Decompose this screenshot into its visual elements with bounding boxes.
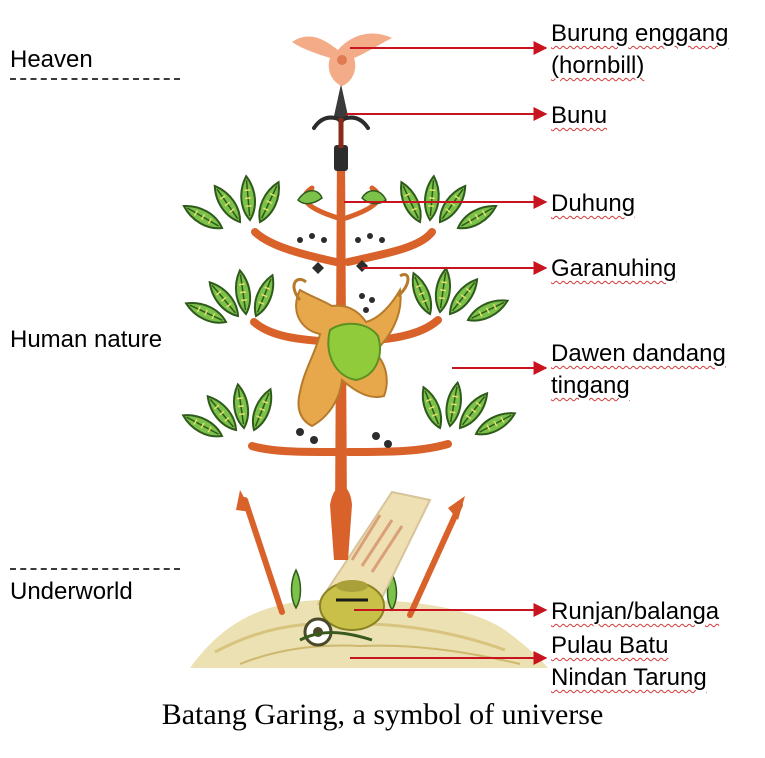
label-dawen-dandang-tingang: Dawen dandang tingang <box>551 338 726 402</box>
leaf-cluster-top-right <box>395 176 499 234</box>
label-duhung-text: Duhung <box>551 188 635 220</box>
label-bunu-text: Bunu <box>551 100 607 132</box>
underworld-divider <box>10 568 180 570</box>
label-burung-enggang-line1: Burung enggang <box>551 18 729 50</box>
zone-label-human-nature: Human nature <box>10 326 162 354</box>
dragon-figure <box>294 275 408 426</box>
label-runjan-text: Runjan/balanga <box>551 596 719 628</box>
label-garanuhing-text: Garanuhing <box>551 253 676 285</box>
zone-label-underworld: Underworld <box>10 578 133 606</box>
zone-label-heaven: Heaven <box>10 46 93 74</box>
label-bunu: Bunu <box>551 100 607 132</box>
label-pulau-batu-nindan-tarung: Pulau Batu Nindan Tarung <box>551 630 707 694</box>
leaf-cluster-top-left <box>181 176 285 234</box>
figure-caption: Batang Garing, a symbol of universe <box>0 698 765 732</box>
leaf-cluster-mid-left <box>183 269 278 328</box>
label-burung-enggang-line2: (hornbill) <box>551 50 644 82</box>
bunu-spear-tip <box>314 84 368 148</box>
label-dawen-line1: Dawen dandang <box>551 338 726 370</box>
hornbill-bird <box>292 34 392 86</box>
label-pulau-line1: Pulau Batu <box>551 630 668 662</box>
label-burung-enggang: Burung enggang (hornbill) <box>551 18 729 82</box>
label-pulau-line2: Nindan Tarung <box>551 662 707 694</box>
label-garanuhing: Garanuhing <box>551 253 676 285</box>
leaf-cluster-mid-right <box>407 267 510 326</box>
label-runjan-balanga: Runjan/balanga <box>551 596 719 628</box>
leaf-cluster-low-right <box>417 381 518 439</box>
heaven-divider <box>10 78 180 80</box>
leaf-cluster-low-left <box>180 383 277 441</box>
label-duhung: Duhung <box>551 188 635 220</box>
label-dawen-line2: tingang <box>551 370 630 402</box>
